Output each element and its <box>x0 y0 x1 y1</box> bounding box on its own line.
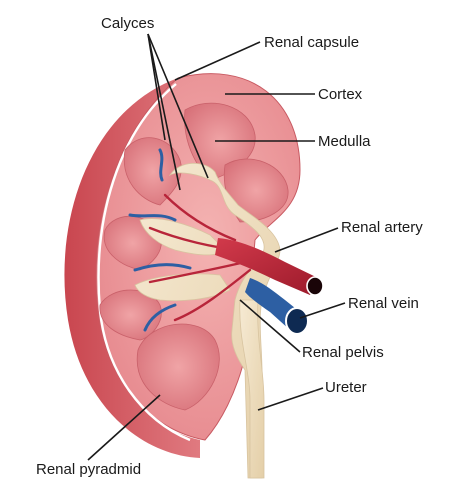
leader-renal-artery <box>275 228 338 252</box>
label-renal-pyramid: Renal pyradmid <box>36 461 141 478</box>
renal-vein-opening <box>286 308 308 334</box>
label-calyces: Calyces <box>101 15 154 32</box>
label-renal-vein: Renal vein <box>348 295 419 312</box>
leader-renal-vein <box>300 303 345 318</box>
label-renal-pelvis: Renal pelvis <box>302 344 384 361</box>
renal-artery-opening <box>307 277 323 295</box>
label-medulla: Medulla <box>318 133 371 150</box>
leader-ureter <box>258 388 323 410</box>
label-renal-capsule: Renal capsule <box>264 34 359 51</box>
label-ureter: Ureter <box>325 379 367 396</box>
label-renal-artery: Renal artery <box>341 219 423 236</box>
label-cortex: Cortex <box>318 86 363 103</box>
